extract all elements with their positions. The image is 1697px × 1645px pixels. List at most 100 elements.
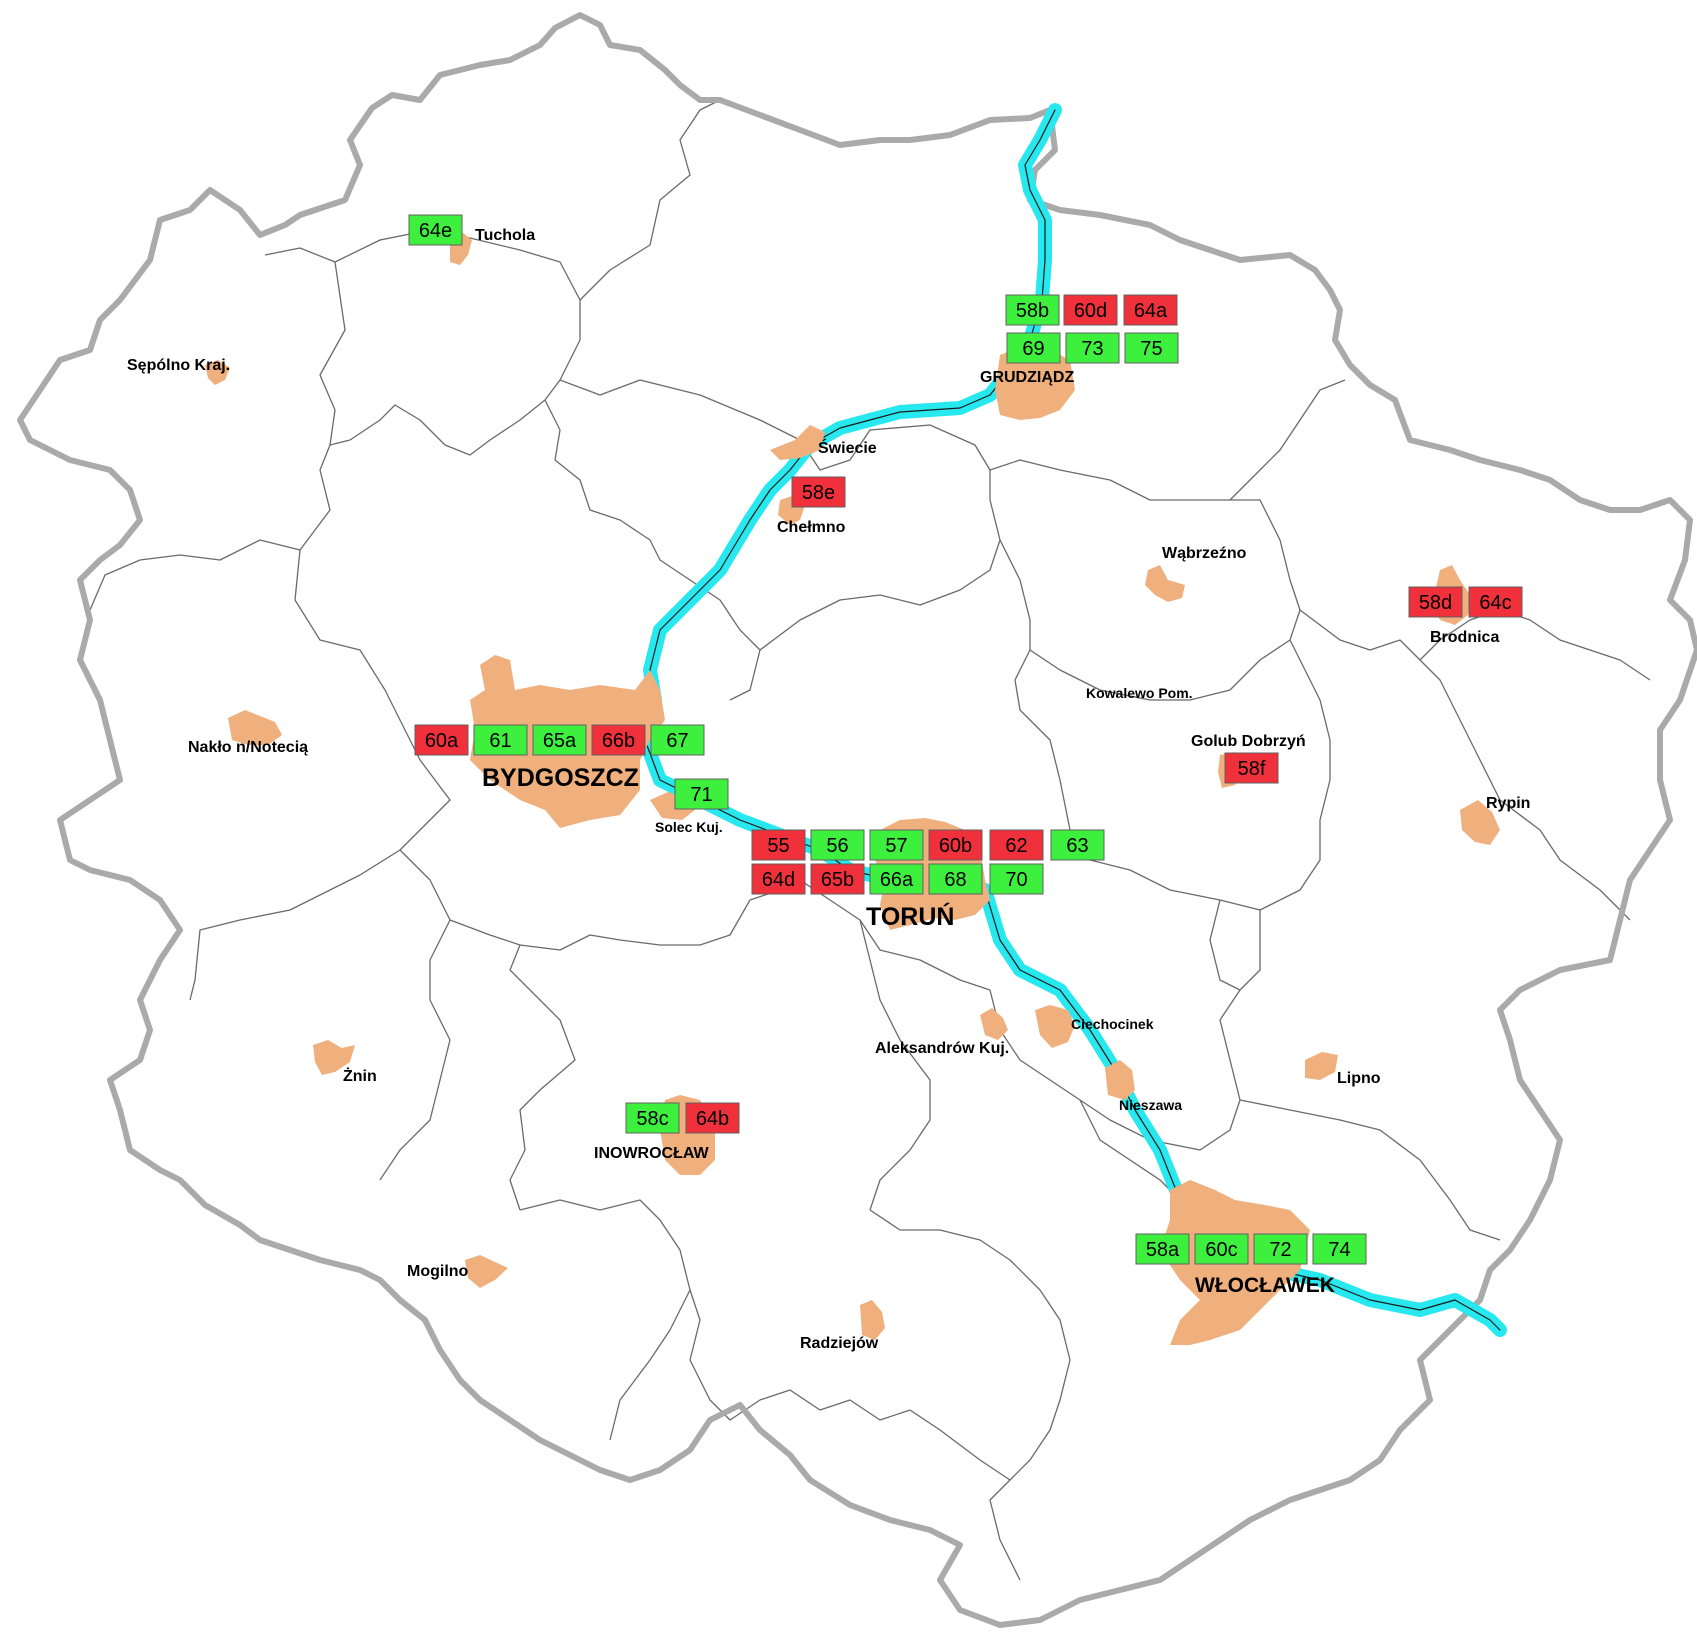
rypin-area bbox=[1460, 800, 1500, 845]
label-wloclawek: WŁOCŁAWEK bbox=[1195, 1274, 1335, 1297]
label-brodnica: Brodnica bbox=[1430, 629, 1499, 646]
label-chelmno: Chełmno bbox=[777, 519, 846, 536]
station-64a: 64a bbox=[1123, 294, 1178, 326]
station-58b: 58b bbox=[1005, 294, 1060, 326]
naklo-area bbox=[228, 710, 282, 745]
station-box bbox=[625, 1102, 680, 1134]
station-code: 65a bbox=[543, 730, 577, 752]
station-code: 58e bbox=[802, 482, 835, 504]
station-box bbox=[1063, 294, 1118, 326]
station-code: 58a bbox=[1146, 1239, 1180, 1261]
station-75: 75 bbox=[1124, 332, 1179, 364]
station-box bbox=[810, 829, 865, 861]
label-solec: Solec Kuj. bbox=[655, 819, 723, 835]
label-golub: Golub Dobrzyń bbox=[1191, 733, 1306, 750]
station-56: 56 bbox=[810, 829, 865, 861]
label-tuchola: Tuchola bbox=[475, 227, 535, 244]
station-code: 73 bbox=[1081, 338, 1103, 360]
mogilno-area bbox=[465, 1255, 508, 1288]
station-67: 67 bbox=[650, 724, 705, 756]
station-box bbox=[1135, 1233, 1190, 1265]
label-wabrzezno: Wąbrzeźno bbox=[1162, 545, 1247, 562]
station-box bbox=[869, 829, 924, 861]
station-code: 64d bbox=[762, 869, 795, 891]
station-57: 57 bbox=[869, 829, 924, 861]
station-58f: 58f bbox=[1224, 752, 1279, 784]
station-code: 71 bbox=[690, 784, 712, 806]
station-71: 71 bbox=[674, 778, 729, 810]
station-68: 68 bbox=[928, 863, 983, 895]
grudziadz-area bbox=[995, 345, 1075, 420]
station-box bbox=[928, 829, 983, 861]
sepolno-area bbox=[205, 360, 230, 385]
station-code: 60a bbox=[425, 730, 459, 752]
station-code: 58d bbox=[1419, 592, 1452, 614]
station-code: 66a bbox=[880, 869, 914, 891]
station-code: 63 bbox=[1066, 835, 1088, 857]
station-box bbox=[674, 778, 729, 810]
station-code: 66b bbox=[602, 730, 635, 752]
station-code: 62 bbox=[1005, 835, 1027, 857]
station-box bbox=[591, 724, 646, 756]
label-rypin: Rypin bbox=[1486, 795, 1530, 812]
label-znin: Żnin bbox=[343, 1067, 377, 1085]
station-code: 57 bbox=[885, 835, 907, 857]
station-box bbox=[1006, 332, 1061, 364]
station-box bbox=[473, 724, 528, 756]
station-65b: 65b bbox=[810, 863, 865, 895]
station-code: 55 bbox=[767, 835, 789, 857]
station-code: 74 bbox=[1328, 1239, 1350, 1261]
station-box bbox=[751, 829, 806, 861]
city-labels: BYDGOSZCZ TORUŃ WŁOCŁAWEK GRUDZIĄDZ INOW… bbox=[127, 227, 1530, 1352]
station-60a: 60a bbox=[414, 724, 469, 756]
station-code: 58f bbox=[1238, 758, 1266, 780]
station-box bbox=[408, 214, 463, 246]
station-60b: 60b bbox=[928, 829, 983, 861]
station-code: 64a bbox=[1134, 300, 1168, 322]
station-70: 70 bbox=[989, 863, 1044, 895]
station-box bbox=[1253, 1233, 1308, 1265]
label-sepolno: Sępólno Kraj. bbox=[127, 357, 230, 374]
label-swiecie: Świecie bbox=[818, 438, 877, 457]
station-64b: 64b bbox=[685, 1102, 740, 1134]
station-code: 67 bbox=[666, 730, 688, 752]
station-64c: 64c bbox=[1468, 586, 1523, 618]
station-box bbox=[1050, 829, 1105, 861]
station-62: 62 bbox=[989, 829, 1044, 861]
station-58e: 58e bbox=[791, 476, 846, 508]
station-box bbox=[810, 863, 865, 895]
label-kowalewo: Kowalewo Pom. bbox=[1086, 685, 1193, 701]
nieszawa-area bbox=[1105, 1060, 1135, 1100]
station-code: 68 bbox=[944, 869, 966, 891]
station-code: 58c bbox=[636, 1108, 668, 1130]
label-nieszawa: Nieszawa bbox=[1119, 1097, 1182, 1113]
station-72: 72 bbox=[1253, 1233, 1308, 1265]
station-code: 56 bbox=[826, 835, 848, 857]
label-bydgoszcz: BYDGOSZCZ bbox=[482, 764, 639, 792]
ciechocinek-area bbox=[1035, 1005, 1075, 1048]
station-box bbox=[1124, 332, 1179, 364]
station-58a: 58a bbox=[1135, 1233, 1190, 1265]
station-code: 69 bbox=[1022, 338, 1044, 360]
station-box bbox=[1408, 586, 1463, 618]
label-lipno: Lipno bbox=[1337, 1070, 1381, 1087]
station-box bbox=[751, 863, 806, 895]
station-box bbox=[869, 863, 924, 895]
radziejow-area bbox=[860, 1300, 885, 1340]
station-box bbox=[1005, 294, 1060, 326]
lipno-area bbox=[1305, 1052, 1338, 1080]
station-box bbox=[989, 863, 1044, 895]
station-code: 60d bbox=[1074, 300, 1107, 322]
station-code: 64c bbox=[1479, 592, 1511, 614]
station-box bbox=[791, 476, 846, 508]
station-63: 63 bbox=[1050, 829, 1105, 861]
station-69: 69 bbox=[1006, 332, 1061, 364]
swiecie-area bbox=[770, 425, 825, 460]
station-58d: 58d bbox=[1408, 586, 1463, 618]
district-boundaries bbox=[89, 99, 1651, 1581]
label-mogilno: Mogilno bbox=[407, 1263, 469, 1280]
station-code: 70 bbox=[1005, 869, 1027, 891]
station-box bbox=[685, 1102, 740, 1134]
station-box bbox=[650, 724, 705, 756]
voivodeship-border bbox=[17, 12, 1697, 1628]
